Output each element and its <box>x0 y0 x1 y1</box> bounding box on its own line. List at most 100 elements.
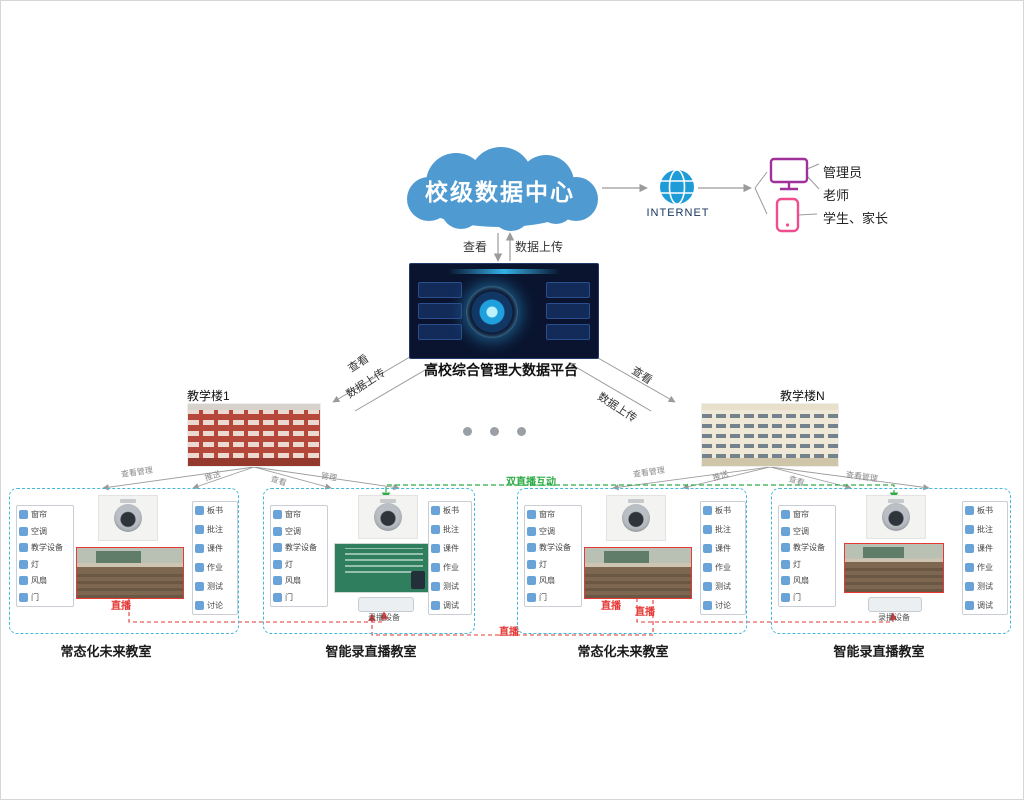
dome-camera-image <box>358 495 418 539</box>
building-n-label: 教学楼N <box>780 389 825 403</box>
debug-icon <box>965 601 974 610</box>
ac-icon <box>19 526 28 536</box>
panel-row: 空调 <box>273 526 325 537</box>
live-label: 直播 <box>499 627 519 638</box>
live-label: 直播 <box>601 601 621 612</box>
panel-row: 测试 <box>703 581 743 592</box>
panel-row: 教学设备 <box>781 542 833 553</box>
device-icon <box>527 543 536 553</box>
internet-label: INTERNET <box>646 207 710 219</box>
panel-row: 测试 <box>195 581 235 592</box>
curtain-icon <box>527 510 536 519</box>
light-icon <box>19 559 28 569</box>
panel-row: 批注 <box>431 524 469 535</box>
light-icon <box>273 559 282 569</box>
camera-dome <box>882 503 910 531</box>
panel-row: 教学设备 <box>19 542 71 553</box>
fan-label: 查看 <box>787 474 806 488</box>
dome-camera-image <box>606 495 666 541</box>
classroom-label-2: 智能录直播教室 <box>325 644 417 659</box>
ac-icon <box>781 526 790 536</box>
annotate-icon <box>195 525 204 534</box>
ellipsis-dots <box>463 427 526 436</box>
dashboard-title-bar <box>447 269 561 274</box>
door-icon <box>273 592 282 602</box>
panel-row: 窗帘 <box>19 509 71 520</box>
panel-row: 课件 <box>195 543 235 554</box>
fan-icon <box>19 576 28 586</box>
internet-globe-icon <box>660 169 694 205</box>
board-icon <box>431 506 440 515</box>
panel-row: 灯 <box>527 559 579 570</box>
panel-row: 教学设备 <box>527 542 579 553</box>
curtain-icon <box>19 510 28 519</box>
panel-row: 窗帘 <box>273 509 325 520</box>
panel-row: 风扇 <box>527 575 579 586</box>
camera-dome <box>622 504 650 532</box>
live-label: 直播 <box>111 601 131 612</box>
homework-icon <box>431 563 440 572</box>
building-n-photo <box>701 403 839 467</box>
board-icon <box>195 506 204 515</box>
panel-row: 门 <box>527 592 579 603</box>
fan-icon <box>273 576 282 586</box>
cloud-data-center-label: 校级数据中心 <box>425 179 575 205</box>
courseware-icon <box>195 544 204 553</box>
function-panel: 板书 批注 课件 作业 测试 调试 <box>962 501 1008 615</box>
panel-row: 批注 <box>965 524 1005 535</box>
classroom-label-1: 常态化未来教室 <box>60 644 152 659</box>
door-icon <box>19 592 28 602</box>
panel-row: 灯 <box>781 559 833 570</box>
fan-icon <box>527 576 536 586</box>
ac-icon <box>273 526 282 536</box>
role-admin-label: 管理员 <box>823 165 863 180</box>
light-icon <box>781 559 790 569</box>
panel-row: 门 <box>273 592 325 603</box>
view-label: 查看 <box>463 240 488 254</box>
panel-row: 批注 <box>195 524 235 535</box>
teaching-screen-photo <box>334 543 434 593</box>
fan-label: 查看 <box>269 474 288 488</box>
dual-live-label: 双直播互动 <box>506 477 556 488</box>
discuss-icon <box>703 601 712 610</box>
panel-row: 灯 <box>19 559 71 570</box>
recorder-device <box>868 597 922 612</box>
dome-camera-image <box>98 495 158 541</box>
homework-icon <box>965 563 974 572</box>
door-icon <box>781 592 790 602</box>
panel-row: 课件 <box>703 543 743 554</box>
control-panel: 窗帘 空调 教学设备 灯 风扇 门 <box>270 505 328 607</box>
right-upload-label: 数据上传 <box>595 390 639 425</box>
curtain-icon <box>781 510 790 519</box>
panel-row: 调试 <box>431 600 469 611</box>
panel-row: 作业 <box>431 562 469 573</box>
panel-row: 空调 <box>527 526 579 537</box>
discuss-icon <box>195 601 204 610</box>
board-icon <box>703 506 712 515</box>
curtain-icon <box>273 510 282 519</box>
platform-label: 高校综合管理大数据平台 <box>424 362 578 378</box>
upload-label: 数据上传 <box>515 240 564 254</box>
panel-row: 课件 <box>965 543 1005 554</box>
phone-icon <box>775 197 800 233</box>
building-1-label: 教学楼1 <box>187 389 230 403</box>
role-teacher-label: 老师 <box>823 188 850 203</box>
fan-label: 查看管理 <box>845 470 879 484</box>
live-label: 直播 <box>635 607 655 618</box>
fan-label: 管理 <box>320 471 338 483</box>
camera-dome <box>374 503 402 531</box>
fan-label: 推送 <box>203 469 222 483</box>
role-student-parent-label: 学生、家长 <box>823 211 889 226</box>
courseware-icon <box>965 544 974 553</box>
panel-row: 讨论 <box>195 600 235 611</box>
debug-icon <box>431 601 440 610</box>
test-icon <box>195 582 204 591</box>
classroom-group-3: 窗帘 空调 教学设备 灯 风扇 门 板书 批注 课件 作业 测试 讨论 <box>517 488 747 634</box>
panel-row: 批注 <box>703 524 743 535</box>
recorder-label: 录播设备 <box>878 613 910 622</box>
dashboard-ring-graphic <box>466 286 518 338</box>
fan-icon <box>781 576 790 586</box>
function-panel: 板书 批注 课件 作业 测试 调试 <box>428 501 472 615</box>
ac-icon <box>527 526 536 536</box>
test-icon <box>431 582 440 591</box>
